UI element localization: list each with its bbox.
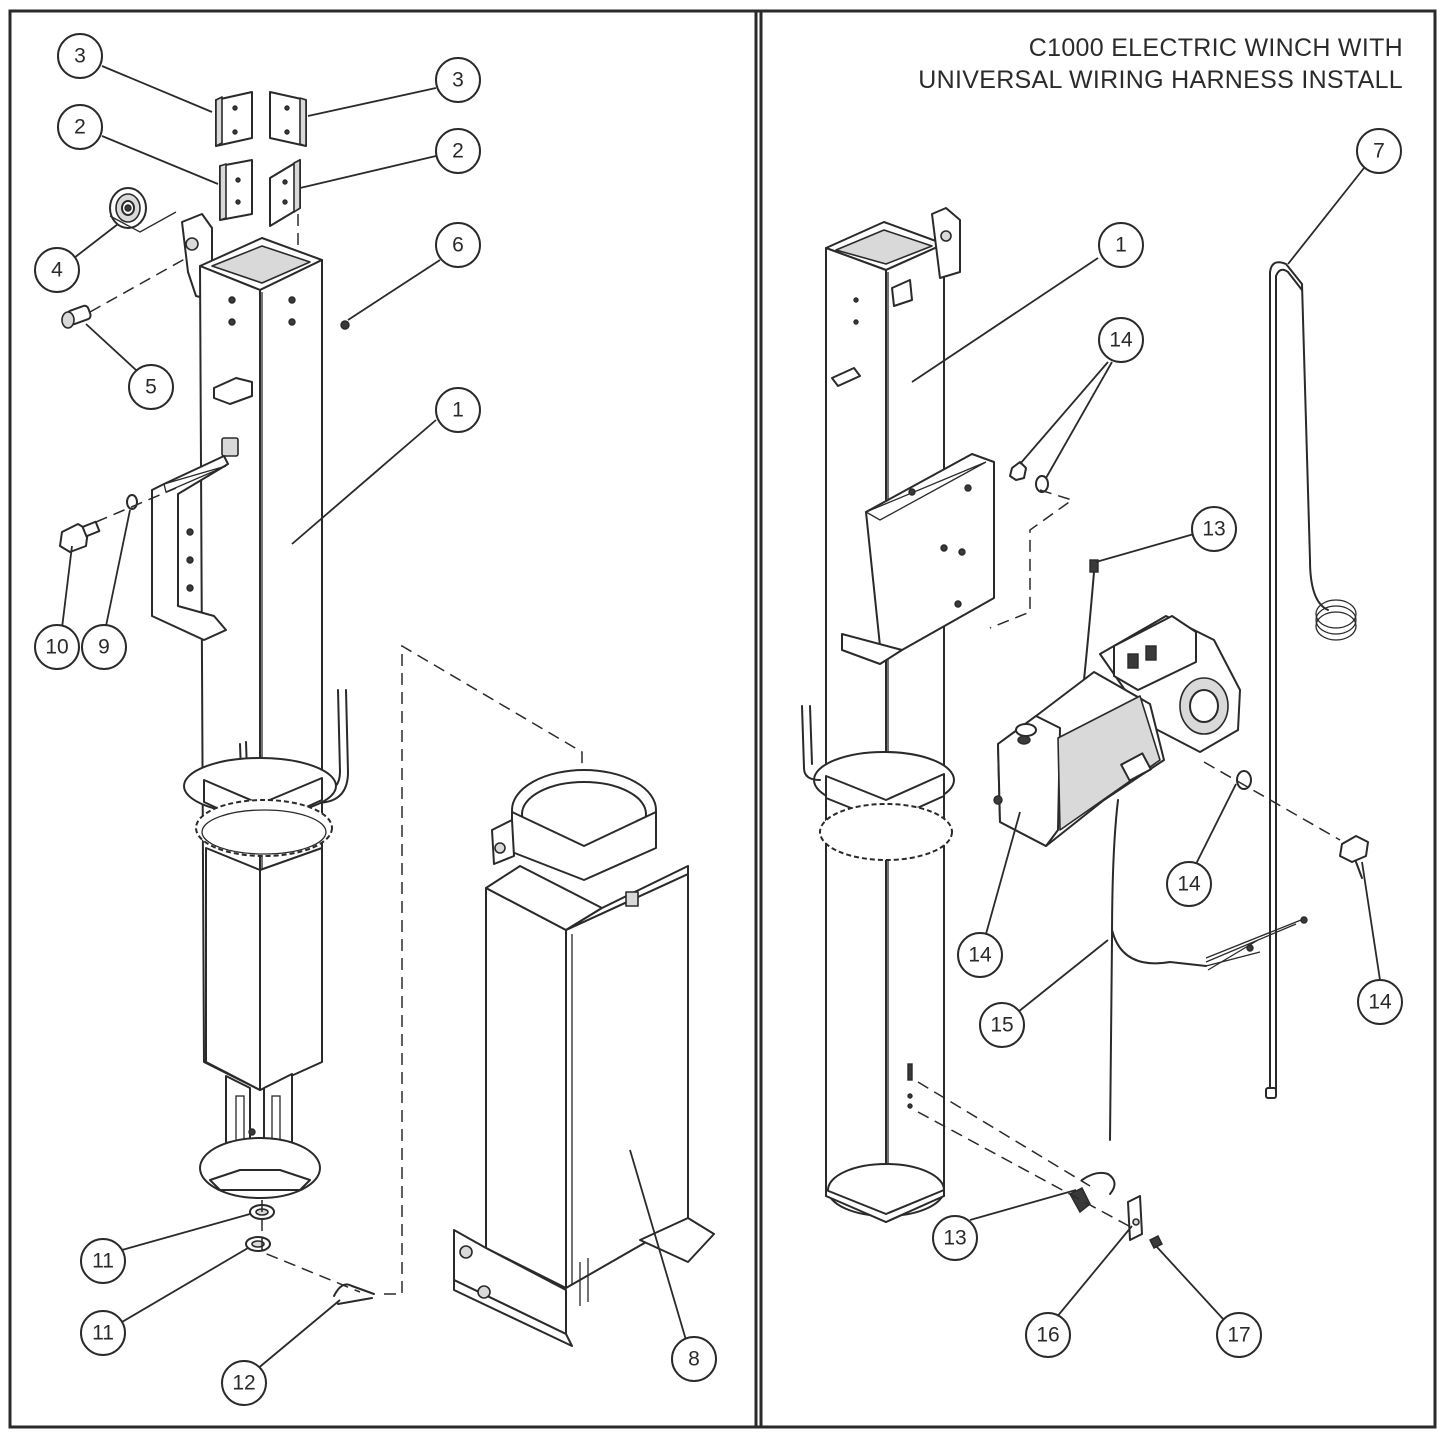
drawing-frame	[8, 9, 1437, 1429]
leader-lines	[61, 65, 1381, 1371]
svg-text:12: 12	[232, 1372, 255, 1395]
main-upright-post	[151, 213, 349, 1199]
svg-text:7: 7	[1373, 140, 1385, 163]
base-sleeve	[453, 769, 715, 1347]
callout-11-upper: 11	[80, 1238, 126, 1284]
left-assembly	[59, 91, 715, 1347]
callout-14-winch: 14	[957, 932, 1003, 978]
svg-text:14: 14	[1368, 991, 1392, 1014]
svg-text:3: 3	[452, 69, 464, 92]
harness-clip-upper	[1083, 559, 1099, 681]
axle-pin	[61, 304, 92, 329]
right-assembly	[801, 207, 1369, 1249]
svg-text:2: 2	[74, 116, 86, 139]
wear-pad-top-left	[215, 91, 253, 147]
callout-7: 7	[1356, 128, 1402, 174]
svg-text:3: 3	[74, 45, 86, 68]
washer-bottom-2	[245, 1236, 271, 1252]
harness-clip-lower	[1069, 1171, 1116, 1214]
svg-text:14: 14	[968, 944, 992, 967]
callout-1-left: 1	[435, 387, 481, 433]
callout-6: 6	[435, 222, 481, 268]
washer-lower	[1236, 770, 1252, 790]
svg-text:4: 4	[51, 259, 63, 282]
svg-text:13: 13	[1202, 518, 1225, 541]
callout-9: 9	[81, 624, 127, 670]
hex-bolt-right	[1339, 835, 1369, 879]
svg-text:16: 16	[1036, 1324, 1059, 1347]
electric-winch	[993, 615, 1241, 847]
svg-text:8: 8	[688, 1348, 700, 1371]
callout-10: 10	[34, 624, 80, 670]
winch-cable	[1265, 261, 1357, 1099]
svg-text:14: 14	[1177, 873, 1201, 896]
svg-text:9: 9	[98, 636, 110, 659]
wear-pad-top-right	[269, 91, 307, 147]
svg-text:11: 11	[92, 1322, 114, 1345]
mounting-screw	[1149, 1235, 1163, 1249]
pulley-wheel	[109, 187, 177, 233]
callout-12: 12	[221, 1360, 267, 1406]
callout-2-right: 2	[435, 128, 481, 174]
callout-17: 17	[1216, 1312, 1262, 1358]
callout-4: 4	[34, 247, 80, 293]
wiring-harness	[1109, 799, 1308, 1141]
callout-16: 16	[1025, 1312, 1071, 1358]
svg-text:11: 11	[92, 1250, 114, 1273]
callout-14-washer: 14	[1166, 861, 1212, 907]
svg-text:5: 5	[145, 376, 157, 399]
callouts-left: 3 3 2 2 4 6 5 1 10 9 11 11 12 8	[34, 33, 717, 1406]
svg-text:15: 15	[990, 1014, 1013, 1037]
svg-text:10: 10	[45, 636, 68, 659]
wear-pad-mid-right	[269, 159, 301, 227]
winch-upright-post	[801, 207, 995, 1223]
callout-8: 8	[671, 1336, 717, 1382]
svg-text:1: 1	[1115, 234, 1127, 257]
svg-text:1: 1	[452, 399, 464, 422]
svg-text:17: 17	[1227, 1324, 1250, 1347]
callout-11-lower: 11	[80, 1310, 126, 1356]
callout-3-left: 3	[57, 33, 103, 79]
wear-pad-mid-left	[219, 159, 253, 221]
callout-2-left: 2	[57, 104, 103, 150]
svg-text:13: 13	[943, 1227, 966, 1250]
washer-upper	[1035, 475, 1049, 493]
callout-13-upper: 13	[1191, 506, 1237, 552]
svg-text:14: 14	[1109, 329, 1133, 352]
diagram-title-line-2: UNIVERSAL WIRING HARNESS INSTALL	[918, 66, 1403, 94]
callout-14-nut: 14	[1098, 317, 1144, 363]
callout-1-right: 1	[1098, 222, 1144, 268]
diagram-title-line-1: C1000 ELECTRIC WINCH WITH	[1028, 34, 1403, 62]
set-screw	[340, 320, 350, 330]
hex-bolt-left	[59, 520, 101, 553]
callout-3-right: 3	[435, 57, 481, 103]
callout-15: 15	[979, 1002, 1025, 1048]
callout-13-lower: 13	[932, 1215, 978, 1261]
callout-14-bolt: 14	[1357, 979, 1403, 1025]
p-clip-bracket	[1127, 1195, 1143, 1241]
lock-nut	[1009, 461, 1027, 481]
callouts-right: 7 1 14 13 14 14 14 15 13 16 17	[932, 128, 1403, 1358]
svg-text:2: 2	[452, 140, 464, 163]
callout-5: 5	[128, 364, 174, 410]
svg-text:6: 6	[452, 234, 464, 257]
